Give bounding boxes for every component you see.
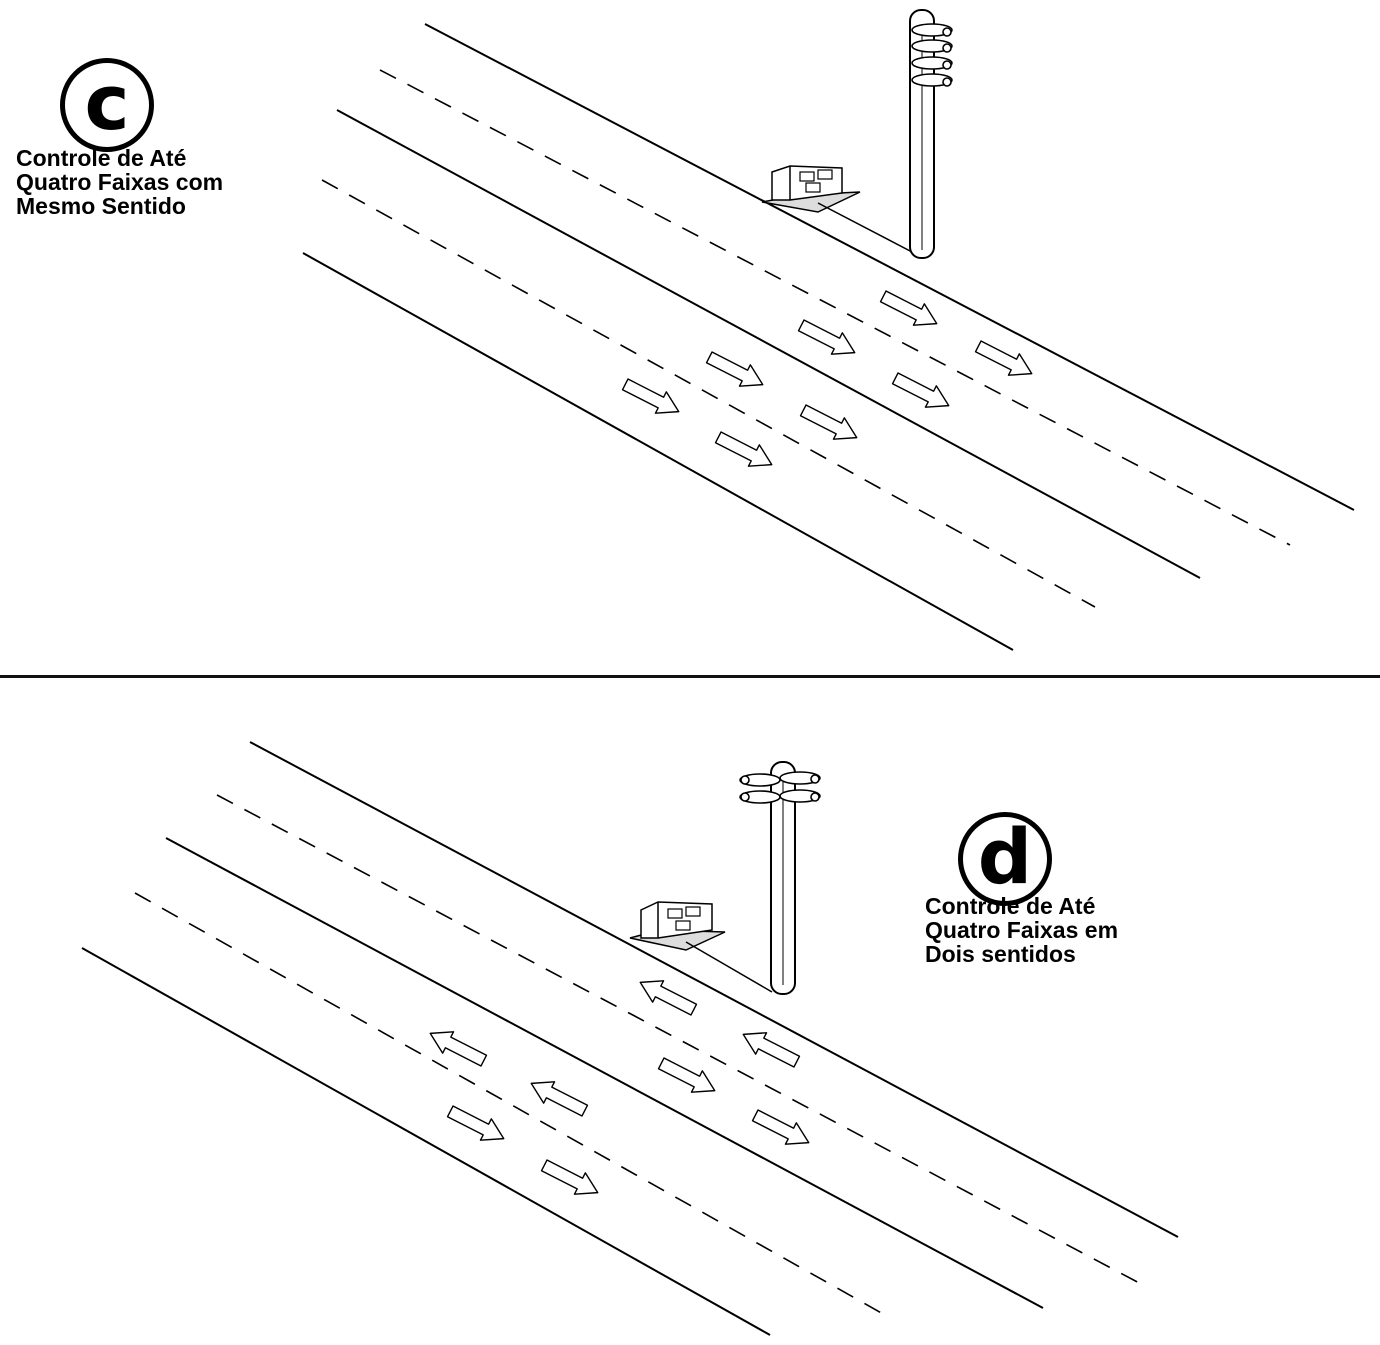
label-badge-c: c [60,58,154,152]
road-edge-line [302,252,1014,651]
lane-arrow-right-icon [714,431,773,467]
road-edge-line [249,741,1179,1238]
road-edge-line [81,947,771,1336]
divider-line [0,675,1380,678]
caption-d: Controle de Até Quatro Faixas em Dois se… [925,894,1118,966]
controller-cabinet-icon [629,901,773,993]
road-diagram-same-direction [302,9,1355,651]
dashed-lane-line [134,892,886,1316]
caption-line: Dois sentidos [925,941,1076,967]
lane-arrow-right-icon [540,1159,599,1195]
detector-pole-icon [909,9,953,259]
caption-line: Quatro Faixas em [925,917,1119,943]
caption-c: Controle de Até Quatro Faixas com Mesmo … [16,146,223,218]
lane-arrow-right-icon [446,1105,505,1141]
road-edge-line [424,23,1355,511]
panel-c: c Controle de Até Quatro Faixas com Mesm… [16,9,1355,651]
detector-pole-icon [739,761,821,995]
lane-arrow-right-icon [799,404,858,440]
caption-line: Quatro Faixas com [16,169,224,195]
caption-line: Controle de Até [16,145,187,171]
lane-arrow-right-icon [797,319,856,355]
lane-arrow-left-icon [742,1032,801,1068]
dashed-lane-line [379,69,1291,546]
lane-arrow-left-icon [639,980,698,1016]
dashed-lane-line [216,794,1144,1286]
lane-divider-line [165,837,1044,1309]
lane-arrow-right-icon [657,1057,716,1093]
panel-d: d Controle de Até Quatro Faixas em Dois … [0,680,1380,1345]
road-diagram-two-directions [81,741,1179,1336]
lane-arrow-right-icon [974,340,1033,376]
lane-arrow-right-icon [751,1109,810,1145]
controller-cabinet-icon [761,165,913,253]
lane-divider-line [336,109,1201,579]
lane-arrow-right-icon [621,378,680,414]
lane-arrow-right-icon [705,351,764,387]
lane-arrow-left-icon [530,1081,589,1117]
label-badge-d: d [958,812,1052,906]
caption-line: Mesmo Sentido [16,193,186,219]
lane-arrow-right-icon [891,372,950,408]
lane-arrow-right-icon [879,290,938,326]
caption-line: Controle de Até [925,893,1096,919]
dashed-lane-line [321,179,1096,608]
lane-arrow-left-icon [429,1031,488,1067]
